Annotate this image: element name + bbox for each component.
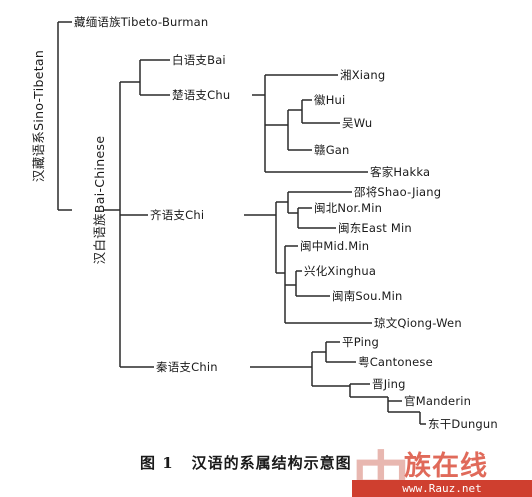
watermark-text: 族在线 — [404, 451, 488, 482]
node-tibeto-burman: 藏缅语族Tibeto-Burman — [74, 15, 209, 29]
site-watermark: 中 族在线 www.Rauz.net — [352, 438, 532, 497]
node-hakka: 客家Hakka — [370, 165, 431, 179]
node-mid-min: 闽中Mid.Min — [300, 239, 370, 253]
figure-title: 汉语的系属结构示意图 — [191, 454, 352, 472]
node-manderin: 官Manderin — [404, 394, 472, 408]
node-chi: 齐语支Chi — [150, 208, 205, 222]
node-xiang: 湘Xiang — [340, 68, 386, 82]
figure-caption: 图 1 汉语的系属结构示意图 — [140, 452, 352, 473]
node-hui: 徽Hui — [314, 93, 346, 107]
node-cantonese: 粤Cantonese — [358, 355, 433, 369]
node-gan: 赣Gan — [314, 143, 350, 157]
node-chin: 秦语支Chin — [156, 360, 218, 374]
watermark-url: www.Rauz.net — [352, 480, 532, 497]
node-ping: 平Ping — [342, 335, 379, 349]
figure-number: 图 1 — [140, 454, 174, 472]
node-qiong-wen: 琼文Qiong-Wen — [374, 316, 462, 330]
node-bai: 白语支Bai — [172, 53, 226, 67]
tree-diagram — [57, 21, 426, 425]
node-shao-jiang: 邵将Shao-Jiang — [354, 185, 442, 199]
node-jing: 晋Jing — [372, 377, 406, 391]
node-sou-min: 闽南Sou.Min — [332, 289, 403, 303]
node-wu: 吴Wu — [342, 116, 373, 130]
node-dungun: 东干Dungun — [428, 417, 498, 431]
node-bai-chinese: 汉白语族Bai-Chinese — [92, 135, 107, 265]
node-xinghua: 兴化Xinghua — [304, 264, 377, 278]
node-east-min: 闽东East Min — [338, 221, 412, 235]
node-chu: 楚语支Chu — [172, 88, 231, 102]
node-sino-tibetan: 汉藏语系Sino-Tibetan — [31, 49, 46, 183]
node-nor-min: 闽北Nor.Min — [314, 201, 383, 215]
